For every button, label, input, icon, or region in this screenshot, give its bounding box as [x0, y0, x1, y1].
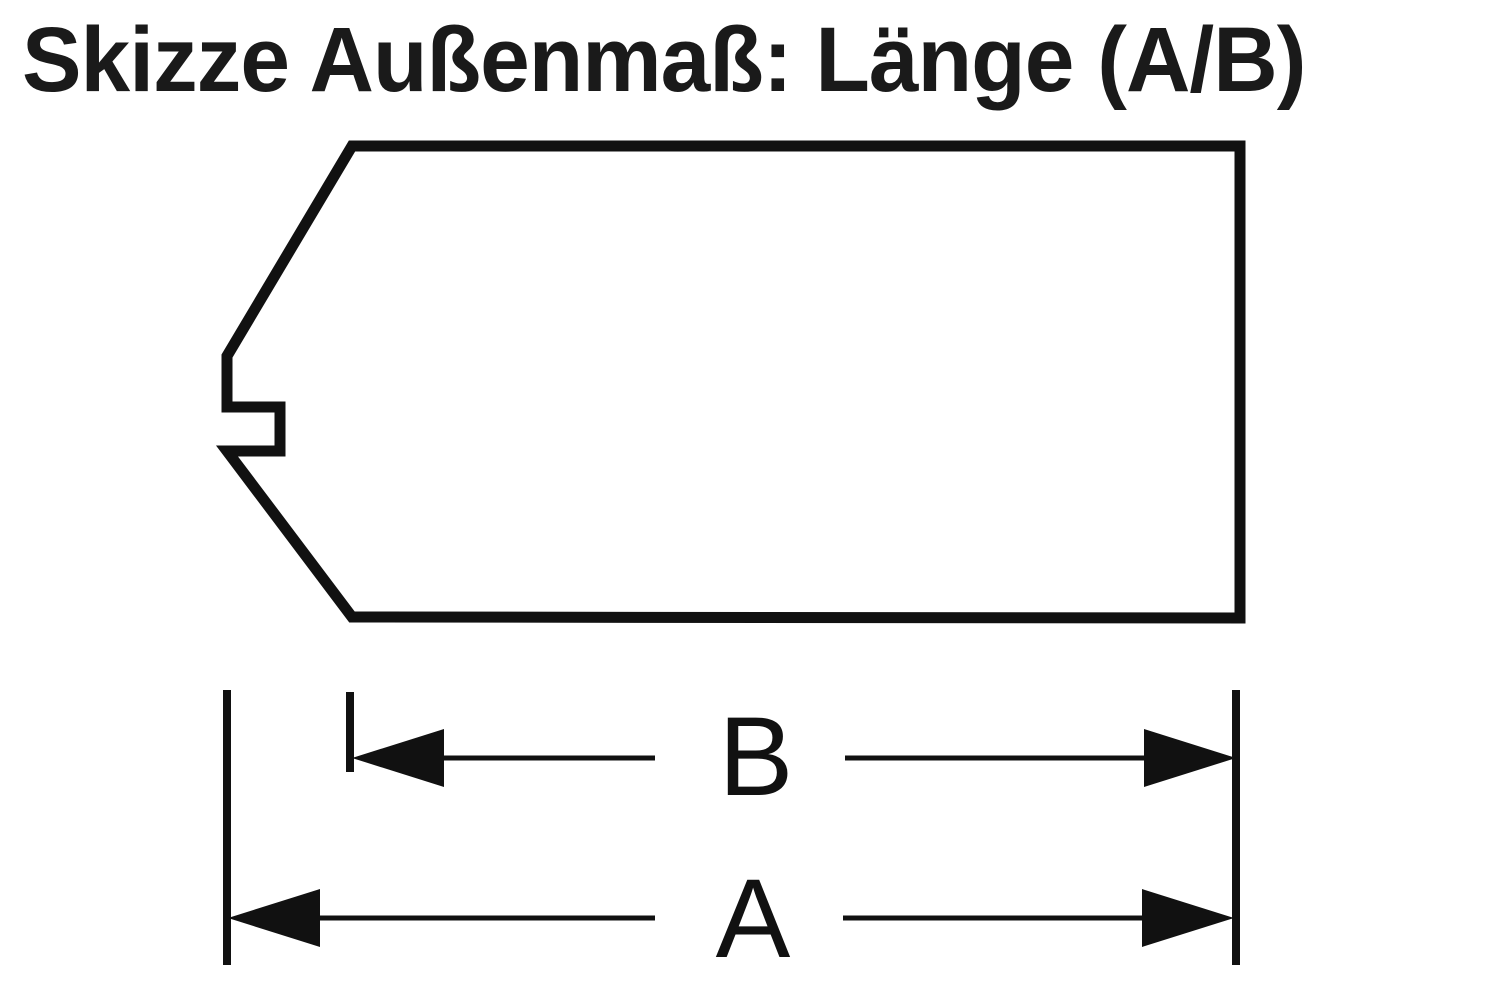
part-outline-shape	[215, 140, 1246, 624]
dimension-b-arrow-right-icon	[1144, 729, 1236, 787]
dimension-b-label: B	[719, 694, 794, 819]
dimension-a-label: A	[716, 856, 791, 981]
page-title: Skizze Außenmaß: Länge (A/B)	[22, 9, 1306, 111]
dimension-a: A	[228, 856, 1234, 981]
dimension-a-arrow-left-icon	[228, 889, 320, 947]
dimension-b-arrow-left-icon	[352, 729, 444, 787]
dimension-a-arrow-right-icon	[1142, 889, 1234, 947]
dimension-b: B	[352, 694, 1236, 819]
